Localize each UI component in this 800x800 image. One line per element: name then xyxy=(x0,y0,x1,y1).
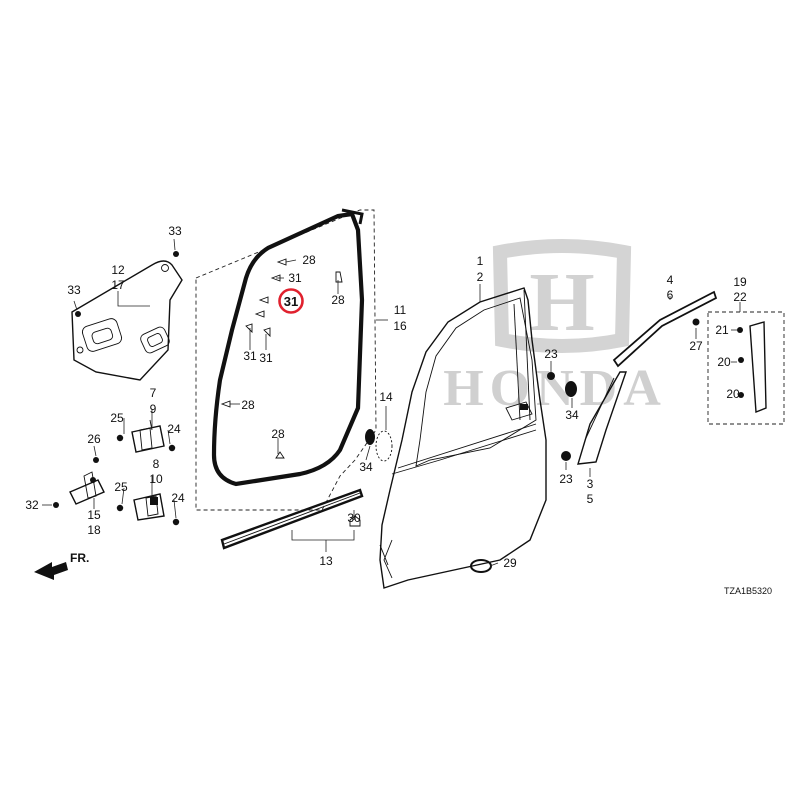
highlight-ring xyxy=(278,288,304,314)
callout-33: 33 xyxy=(67,283,81,297)
watermark-brand-text: HONDA xyxy=(443,360,667,417)
part-sash-molding xyxy=(612,290,718,368)
callout-22: 22 xyxy=(733,290,747,304)
hardware-bolts xyxy=(53,251,744,526)
callout-28: 28 xyxy=(331,293,345,307)
callout-21: 21 xyxy=(715,323,729,337)
callout-28: 28 xyxy=(302,253,316,267)
callout-34: 34 xyxy=(565,408,579,422)
callout-25: 25 xyxy=(110,411,124,425)
diagram-code: TZA1B5320 xyxy=(724,586,772,596)
callout-25: 25 xyxy=(114,480,128,494)
part-door-checker xyxy=(69,471,105,505)
callout-29: 29 xyxy=(503,556,517,570)
part-cover-cap xyxy=(365,429,393,462)
callout-28: 28 xyxy=(241,398,255,412)
callout-3: 3 xyxy=(587,477,594,491)
callout-24: 24 xyxy=(171,491,185,505)
callout-13: 13 xyxy=(319,554,333,568)
part-pillar-garnish xyxy=(577,371,627,465)
part-front-door xyxy=(379,287,547,589)
callout-19: 19 xyxy=(733,275,747,289)
callout-30: 30 xyxy=(347,511,361,525)
callout-20: 20 xyxy=(726,387,740,401)
callout-26: 26 xyxy=(87,432,101,446)
front-direction-arrow: FR. xyxy=(34,551,89,580)
callout-17: 17 xyxy=(111,278,125,292)
callout-31: 31 xyxy=(243,349,257,363)
watermark-logo-letter: H xyxy=(529,256,594,349)
part-door-weatherstrip xyxy=(195,208,377,511)
callout-2: 2 xyxy=(477,270,484,284)
callout-12: 12 xyxy=(111,263,125,277)
callout-20: 20 xyxy=(717,355,731,369)
callout-8: 8 xyxy=(153,457,160,471)
part-plug xyxy=(565,381,577,397)
part-hinge-bracket-panel xyxy=(71,260,183,381)
front-direction-label: FR. xyxy=(70,551,89,565)
part-lower-hinge xyxy=(133,493,165,521)
part-applique-kit xyxy=(707,311,785,425)
callout-34: 34 xyxy=(359,460,373,474)
callout-11: 11 xyxy=(394,303,407,317)
callout-4: 4 xyxy=(667,273,674,287)
callout-16: 16 xyxy=(393,319,407,333)
callout-23: 23 xyxy=(559,472,573,486)
callout-6: 6 xyxy=(667,288,674,302)
callout-18: 18 xyxy=(87,523,101,537)
callout-31: 31 xyxy=(288,271,302,285)
callout-7: 7 xyxy=(150,386,157,400)
callout-15: 15 xyxy=(87,508,101,522)
callout-28: 28 xyxy=(271,427,285,441)
callout-1: 1 xyxy=(477,254,484,268)
callout-24: 24 xyxy=(167,422,181,436)
callout-33: 33 xyxy=(168,224,182,238)
callout-labels: 33 12 17 33 28 31 31 28 31 31 28 28 11 1… xyxy=(25,224,747,570)
callout-5: 5 xyxy=(587,492,594,506)
part-upper-hinge xyxy=(131,419,165,453)
callout-9: 9 xyxy=(150,402,157,416)
callout-23: 23 xyxy=(544,347,558,361)
callout-31: 31 xyxy=(259,351,273,365)
callout-32: 32 xyxy=(25,498,39,512)
callout-27: 27 xyxy=(689,339,703,353)
callout-14: 14 xyxy=(379,390,393,404)
callout-31-highlighted[interactable]: 31 xyxy=(284,294,298,309)
callout-10: 10 xyxy=(149,472,163,486)
leader-lines xyxy=(42,238,741,567)
